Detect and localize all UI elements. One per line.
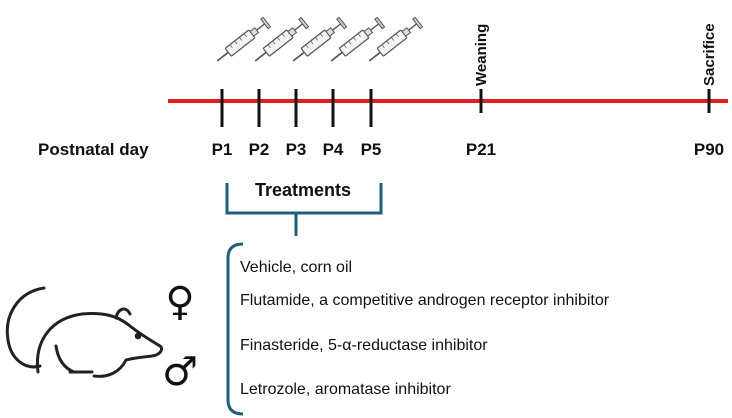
male-symbol-icon: ♂ [162,349,198,395]
treatment-item: Flutamide, a competitive androgen recept… [240,292,610,309]
rat-icon [5,286,164,378]
syringe-icon [212,16,272,67]
day-label-p2: P2 [249,140,270,159]
treatment-item: Finasteride, 5-α-reductase inhibitor [240,337,488,354]
day-label-p4: P4 [323,140,344,159]
treatments-title: Treatments [255,180,351,200]
day-label-p3: P3 [286,140,307,159]
day-label-p21: P21 [466,140,496,159]
female-symbol-icon: ♀ [165,279,194,325]
day-label-p90: P90 [694,140,724,159]
treatment-list-bracket [226,242,244,416]
day-label-p1: P1 [212,140,233,159]
syringe-icon [364,16,424,67]
axis-label: Postnatal day [38,140,149,159]
treatments-bracket [225,183,383,215]
treatment-item: Letrozole, aromatase inhibitor [240,381,451,398]
weaning-label: Weaning [473,24,490,86]
sacrifice-label: Sacrifice [701,23,718,86]
syringe-icon [250,16,310,67]
day-label-p5: P5 [361,140,382,159]
syringe-icon [326,16,386,67]
treatment-item: Vehicle, corn oil [240,259,352,276]
syringe-icon [288,16,348,67]
